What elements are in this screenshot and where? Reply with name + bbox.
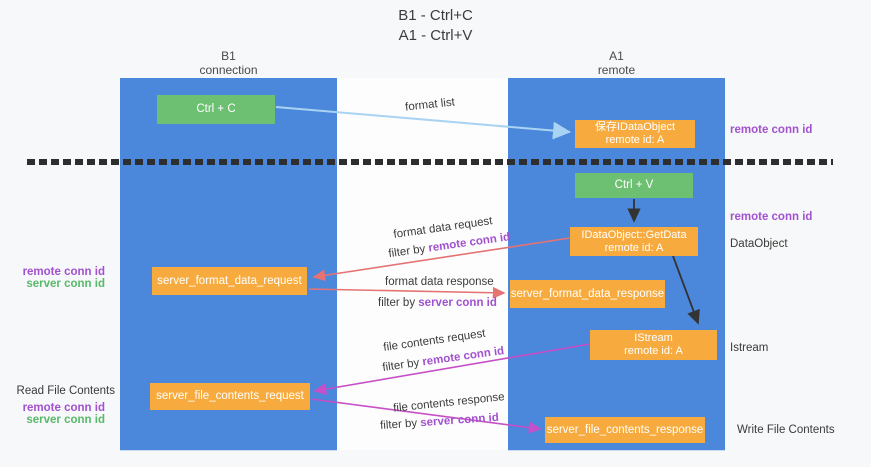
server-conn-id-label: server conn id xyxy=(26,414,105,426)
istream-label: Istream xyxy=(730,342,769,354)
save-dataobject-line1: 保存IDataObject xyxy=(594,121,676,133)
getdata-box: IDataObject::GetData remote id: A xyxy=(570,227,698,256)
left-conn-id-labels-top: remote conn id server conn id xyxy=(5,266,105,290)
server-conn-id-label: server conn id xyxy=(26,278,105,290)
remote-conn-id-label-right-top: remote conn id xyxy=(730,124,813,136)
remote-conn-id-label-right-mid: remote conn id xyxy=(730,211,813,223)
server-file-contents-request-box: server_file_contents_request xyxy=(150,383,310,410)
getdata-line1: IDataObject::GetData xyxy=(581,228,687,241)
ctrl-v-box: Ctrl + V xyxy=(575,173,693,198)
title-line-1: B1 - Ctrl+C xyxy=(398,7,473,24)
ctrl-c-box: Ctrl + C xyxy=(157,95,275,124)
istream-line2: remote id: A xyxy=(624,345,683,357)
title-line-2: A1 - Ctrl+V xyxy=(398,27,473,44)
istream-line1: IStream xyxy=(634,332,673,344)
left-column-role: connection xyxy=(199,63,258,77)
read-file-contents-label: Read File Contents xyxy=(16,385,115,397)
save-dataobject-line2: remote id: A xyxy=(605,134,665,146)
left-column-name: B1 xyxy=(221,49,236,63)
server-format-data-response-box: server_format_data_response xyxy=(510,280,665,308)
filter-by-text: filter by xyxy=(378,297,416,309)
remote-conn-id-label: remote conn id xyxy=(22,402,105,414)
right-column-name: A1 xyxy=(609,49,624,63)
istream-box: IStream remote id: A xyxy=(590,330,717,360)
left-conn-id-labels-bottom: remote conn id server conn id xyxy=(5,402,105,426)
diagram-title: B1 - Ctrl+C A1 - Ctrl+V xyxy=(0,6,871,46)
remote-conn-id-label: remote conn id xyxy=(22,266,105,278)
server-conn-id-keyword: server conn id xyxy=(418,297,497,309)
dashed-divider xyxy=(27,159,833,165)
server-file-contents-response-box: server_file_contents_response xyxy=(545,417,705,443)
dataobject-label: DataObject xyxy=(730,238,788,250)
right-column-role: remote xyxy=(597,63,636,77)
left-column-header: B1 connection xyxy=(120,49,337,77)
format-data-response-filter-label: filter by server conn id xyxy=(378,297,497,309)
format-data-response-label: format data response xyxy=(385,276,494,288)
right-column-header: A1 remote xyxy=(508,49,725,77)
getdata-line2: remote id: A xyxy=(604,241,664,254)
server-format-data-request-box: server_format_data_request xyxy=(152,267,307,295)
write-file-contents-label: Write File Contents xyxy=(737,424,835,436)
save-dataobject-box: 保存IDataObject remote id: A xyxy=(575,120,695,148)
